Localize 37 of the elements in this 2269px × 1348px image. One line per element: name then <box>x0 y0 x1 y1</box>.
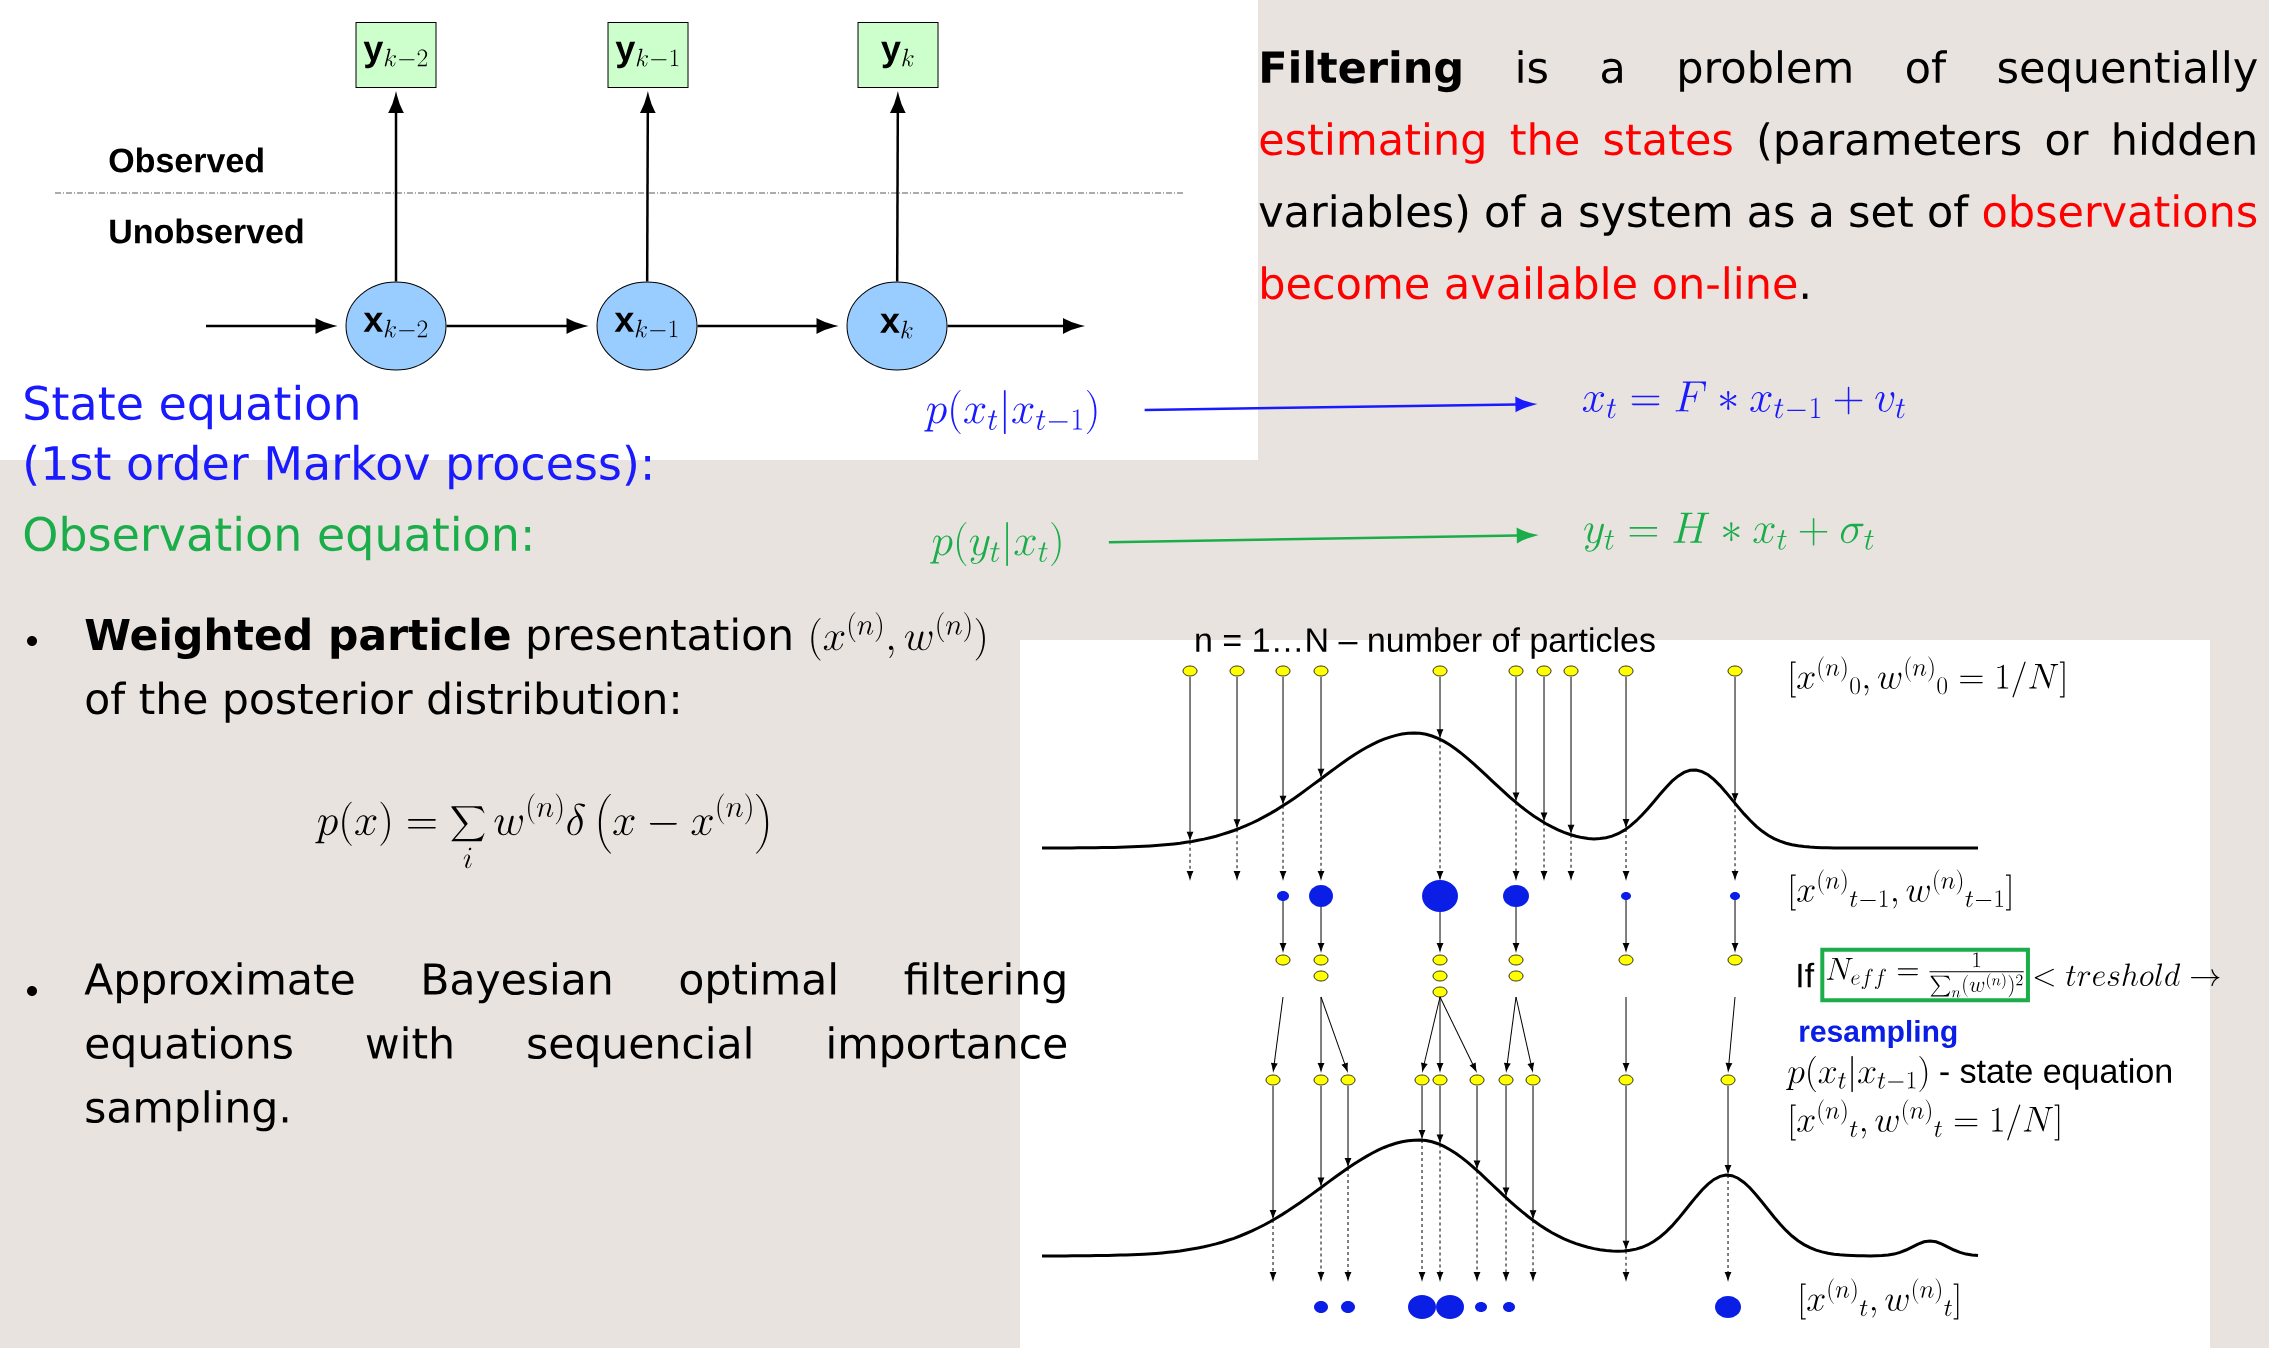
observation-box: $\mathbf{y}_{k-2}$ <box>355 22 437 88</box>
emphasis-text: resampling <box>1800 1019 1957 1049</box>
label: Weighted particle presentation <box>85 617 791 660</box>
heading: State equation <box>25 384 358 430</box>
formula: $< treshold \rightarrow$ <box>2034 963 2220 987</box>
label: . <box>1802 293 1808 299</box>
formula: $p(x_t|x_{t-1})$ <box>1786 1056 1928 1092</box>
formula: $[{x^{(n)}}_t, {w^{(n)}}_t]$ <box>1801 1278 1959 1320</box>
paragraph: Filtering is a problem of sequentially estimating the states (parameters or hidden variables) of a system as a set of observations become available on-line. <box>1259 50 2257 300</box>
region-label: Observed <box>109 147 263 173</box>
observation-box: $\mathbf{y}_{k}$ <box>857 22 939 88</box>
equation: $p(y_t|x_t)$ <box>930 522 1061 566</box>
equation: $p(x_t|x_{t-1})$ <box>924 390 1097 434</box>
paragraph: Weighted particle presentation $(x^{(n)}, w^{(n)})$ of the posterior distribution: <box>85 612 985 723</box>
label: Filtering is a problem of sequentially <box>1262 50 2257 93</box>
label: $(x^{(n)}, w^{(n)})$ <box>811 612 985 661</box>
equation: $y_t = H * x_t + \sigma_t$ <box>1584 512 1874 552</box>
label: (parameters or hidden <box>1759 122 2255 164</box>
observation-box: $\mathbf{y}_{k-1}$ <box>607 22 689 88</box>
label: variables) of a system as a set of <box>1259 194 1970 236</box>
label: observations <box>1983 194 2257 228</box>
formula: $p(x) = \sum_i w^{(n)} \delta\left(x - x^{(n)}\right)$ <box>315 793 769 869</box>
heading: (1st order Markov process): <box>26 444 650 490</box>
label: become available on-line <box>1262 266 1797 300</box>
formula-box: $N_{eff} = \frac{1}{\sum_n (w^{(n)})^2}$ <box>1820 947 2030 1003</box>
condition-text: If <box>1798 962 1815 988</box>
formula: $[{x^{(n)}}_t, {w^{(n)}}_t = 1/N]$ <box>1791 1099 2060 1141</box>
label: of the posterior distribution: <box>86 681 678 723</box>
heading: Observation equation: <box>24 515 531 561</box>
formula: $[{x^{(n)}}_{t-1}, {w^{(n)}}_{t-1}]$ <box>1791 869 2011 911</box>
paragraph: Approximate Bayesian optimal filtering equations with sequencial importance sampling. <box>84 962 1067 1132</box>
label: estimating the states <box>1260 122 1732 164</box>
region-label: Unobserved <box>110 218 303 244</box>
equation: $x_t = F * x_{t-1} + v_t$ <box>1582 381 1905 419</box>
caption: n = 1…N – number of particles <box>1196 627 1655 659</box>
formula: $[{x^{(n)}}_0, {w^{(n)}}_0 = 1/N]$ <box>1791 656 2065 698</box>
caption: - state equation <box>1940 1058 2171 1090</box>
